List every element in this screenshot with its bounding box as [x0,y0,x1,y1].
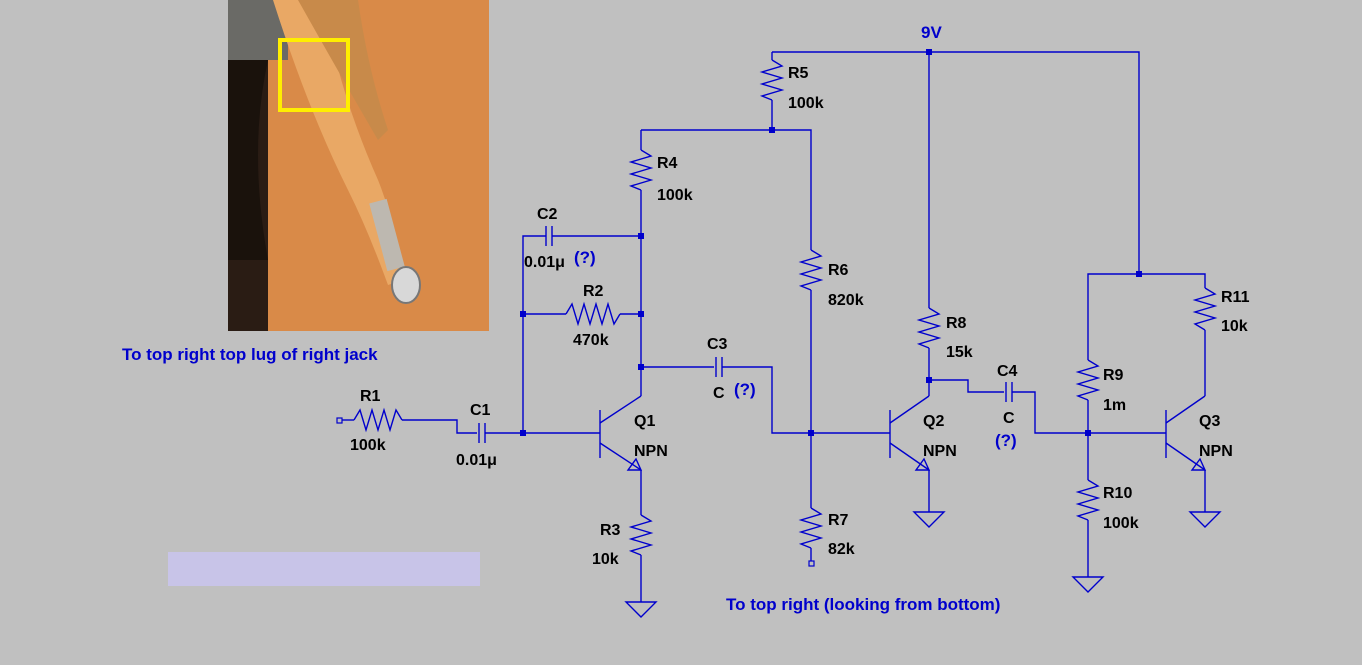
supply-label: 9V [921,23,942,42]
c4-name: C4 [997,363,1018,380]
c3-name: C3 [707,336,728,353]
c4-value: C [1003,410,1015,427]
selection-bar [168,552,480,586]
r9-name: R9 [1103,367,1124,384]
r11-name: R11 [1221,289,1250,306]
c3-uncertain: (?) [734,380,756,399]
r7-value: 82k [828,541,855,558]
input-note: To top right top lug of right jack [122,345,378,364]
r9-value: 1m [1103,397,1126,414]
ground-symbol-q2 [912,511,946,528]
q3-type: NPN [1199,443,1233,460]
resistor-r4[interactable] [628,130,654,367]
q2-name: Q2 [923,413,944,430]
resistor-r2[interactable] [523,301,641,327]
resistor-r6[interactable] [798,249,824,508]
resistor-r9[interactable] [1075,359,1101,480]
resistor-r5[interactable] [759,52,785,130]
q1-type: NPN [634,443,668,460]
r6-name: R6 [828,262,849,279]
r1-value: 100k [350,437,386,454]
resistor-r3[interactable] [628,514,654,602]
transistor-q3[interactable] [1165,395,1207,512]
capacitor-photo [228,0,489,331]
c1-name: C1 [470,402,491,419]
r3-value: 10k [592,551,619,568]
c2-value: 0.01μ [524,254,565,271]
c3-value: C [713,385,725,402]
r2-value: 470k [573,332,609,349]
capacitor-c4[interactable] [929,379,1166,434]
resistor-r11[interactable] [1192,287,1218,396]
resistor-r1[interactable] [342,407,477,434]
r4-value: 100k [657,187,693,204]
highlight-box [278,38,350,112]
capacitor-c2[interactable] [522,226,641,433]
c2-name: C2 [537,206,558,223]
c1-value: 0.01μ [456,452,497,469]
ground-symbol-r10 [1071,576,1105,593]
capacitor-c1[interactable] [478,423,600,443]
q2-type: NPN [923,443,957,460]
r10-name: R10 [1103,485,1132,502]
input-terminal[interactable] [336,417,343,424]
r4-name: R4 [657,155,678,172]
r8-name: R8 [946,315,967,332]
transistor-q1[interactable] [599,367,643,515]
r5-name: R5 [788,65,809,82]
ground-symbol-q1 [624,601,658,618]
r1-name: R1 [360,388,381,405]
c2-uncertain: (?) [574,248,596,267]
r10-value: 100k [1103,515,1139,532]
resistor-r8[interactable] [916,307,942,396]
r5-value: 100k [788,95,824,112]
bottom-note: To top right (looking from bottom) [726,595,1000,614]
q1-name: Q1 [634,413,655,430]
r7-name: R7 [828,512,849,529]
ground-symbol-q3 [1188,511,1222,528]
r2-name: R2 [583,283,604,300]
resistor-r10[interactable] [1075,479,1101,577]
r8-value: 15k [946,344,973,361]
capacitor-c3[interactable] [641,357,890,434]
transistor-q2[interactable] [889,395,931,512]
r3-name: R3 [600,522,621,539]
r11-value: 10k [1221,318,1248,335]
resistor-r7[interactable] [798,507,824,567]
c4-uncertain: (?) [995,431,1017,450]
q3-name: Q3 [1199,413,1220,430]
r6-value: 820k [828,292,864,309]
